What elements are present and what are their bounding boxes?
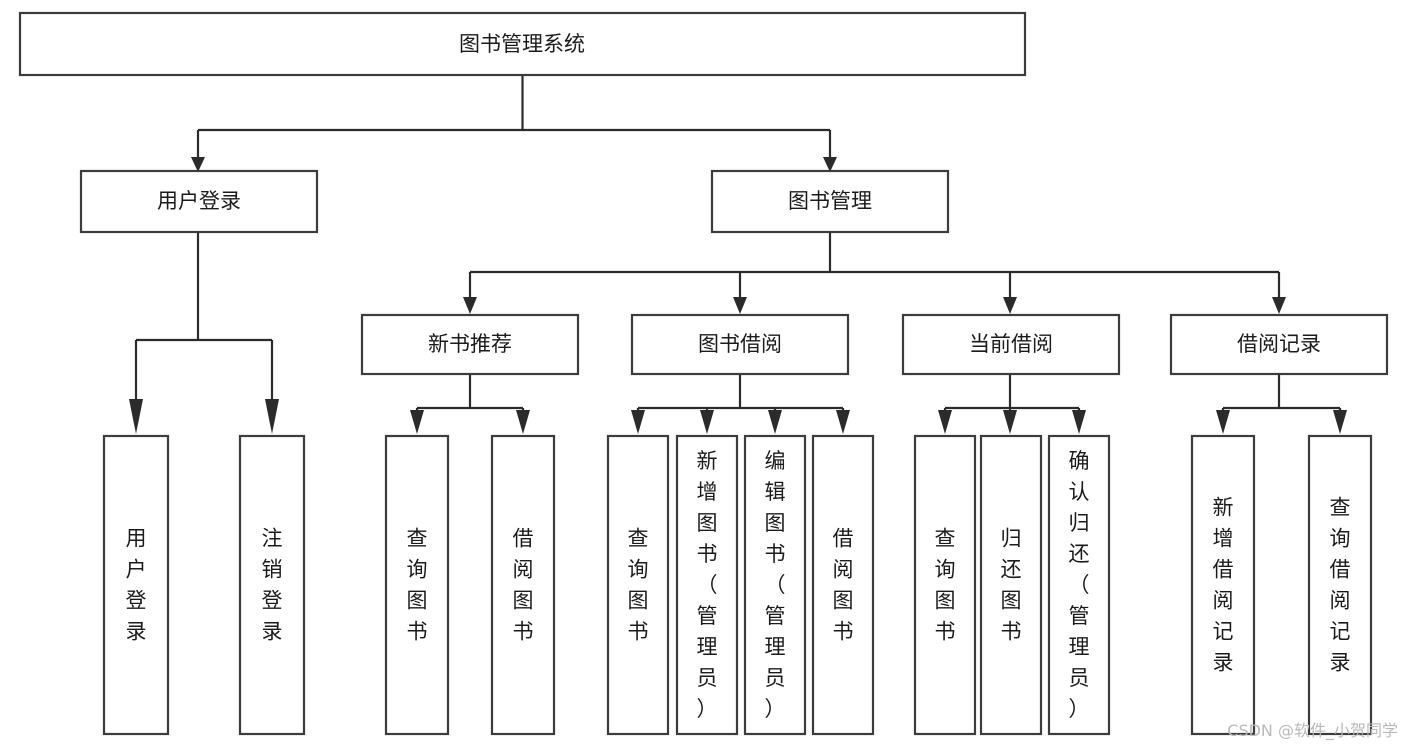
leaf-query-record[interactable]: 查询借阅记录	[1307, 434, 1373, 736]
leaf-add-book[interactable]: 新增图书（管理员）	[675, 434, 739, 736]
leaf-return-book[interactable]: 归还图书	[979, 434, 1043, 736]
leaf-borrow-book-1-label: 借阅图书	[513, 527, 534, 644]
node-book-manage-box[interactable]	[710, 169, 950, 234]
leaf-confirm-return-box[interactable]	[1047, 434, 1111, 736]
node-root-box[interactable]	[18, 11, 1027, 77]
leaf-borrow-book-2[interactable]: 借阅图书	[811, 434, 875, 736]
arrow-bm-to-new-book-rec	[463, 297, 477, 314]
arrow-user-login-leaf-2	[265, 399, 279, 434]
node-root[interactable]: 图书管理系统	[18, 11, 1027, 77]
arrow-br-leaf-2	[1333, 410, 1347, 434]
leaf-user-logout-label: 注销登录	[262, 527, 283, 644]
leaf-query-book-3[interactable]: 查询图书	[913, 434, 977, 736]
connector-layer	[129, 75, 1347, 434]
node-user-login[interactable]: 用户登录	[79, 169, 319, 234]
leaf-edit-book-box[interactable]	[743, 434, 807, 736]
leaf-query-book-1[interactable]: 查询图书	[384, 434, 450, 736]
leaf-query-book-3-label: 查询图书	[935, 527, 956, 644]
leaf-user-login-box[interactable]	[102, 434, 170, 736]
leaf-query-record-box[interactable]	[1307, 434, 1373, 736]
leaf-borrow-book-1-box[interactable]	[490, 434, 556, 736]
leaf-user-logout-box[interactable]	[238, 434, 306, 736]
leaf-query-book-2-label: 查询图书	[628, 527, 649, 644]
node-root-label: 图书管理系统	[459, 32, 585, 56]
node-new-book-rec-label: 新书推荐	[428, 332, 512, 356]
node-user-login-box[interactable]	[79, 169, 319, 234]
leaf-edit-book[interactable]: 编辑图书（管理员）	[743, 434, 807, 736]
arrow-nbr-leaf-1	[410, 410, 424, 434]
leaf-return-book-box[interactable]	[979, 434, 1043, 736]
leaf-borrow-book-2-box[interactable]	[811, 434, 875, 736]
arrow-bm-to-borrow-record	[1272, 297, 1286, 314]
leaf-add-book-box[interactable]	[675, 434, 739, 736]
leaf-query-book-2-box[interactable]	[606, 434, 670, 736]
watermark-label: CSDN @软件_小贺同学	[1227, 721, 1398, 741]
node-borrow-record-label: 借阅记录	[1237, 332, 1321, 356]
node-current-borrow-label: 当前借阅	[969, 332, 1053, 356]
arrow-bb-leaf-2	[700, 410, 714, 434]
leaf-query-book-1-box[interactable]	[384, 434, 450, 736]
arrow-root-to-user-login	[191, 157, 205, 172]
arrow-root-to-book-manage	[823, 157, 837, 172]
leaf-add-record-box[interactable]	[1190, 434, 1256, 736]
node-borrow-record-box[interactable]	[1169, 313, 1389, 376]
node-book-borrow[interactable]: 图书借阅	[630, 313, 850, 376]
leaf-query-book-3-box[interactable]	[913, 434, 977, 736]
arrow-bb-leaf-4	[836, 410, 850, 434]
node-book-manage-label: 图书管理	[788, 189, 872, 213]
arrow-bb-leaf-1	[631, 410, 645, 434]
leaf-user-login-label: 用户登录	[126, 527, 147, 644]
leaf-query-record-label: 查询借阅记录	[1330, 496, 1351, 675]
node-new-book-rec[interactable]: 新书推荐	[360, 313, 580, 376]
arrow-user-login-leaf-1	[129, 399, 143, 434]
arrow-bm-to-current-borrow	[1003, 297, 1017, 314]
node-book-manage[interactable]: 图书管理	[710, 169, 950, 234]
node-book-borrow-label: 图书借阅	[698, 332, 782, 356]
leaf-query-book-1-label: 查询图书	[407, 527, 428, 644]
node-user-login-label: 用户登录	[157, 189, 241, 213]
leaf-return-book-label: 归还图书	[1001, 527, 1022, 644]
leaf-add-record-label: 新增借阅记录	[1213, 496, 1234, 675]
node-current-borrow[interactable]: 当前借阅	[901, 313, 1121, 376]
node-borrow-record[interactable]: 借阅记录	[1169, 313, 1389, 376]
arrow-cb-leaf-2	[1003, 410, 1017, 434]
leaf-user-login[interactable]: 用户登录	[102, 434, 170, 736]
node-current-borrow-box[interactable]	[901, 313, 1121, 376]
leaf-borrow-book-1[interactable]: 借阅图书	[490, 434, 556, 736]
node-new-book-rec-box[interactable]	[360, 313, 580, 376]
leaf-user-logout[interactable]: 注销登录	[238, 434, 306, 736]
leaf-edit-book-label: 编辑图书（管理员）	[765, 449, 786, 721]
arrow-nbr-leaf-2	[516, 410, 530, 434]
leaf-add-record[interactable]: 新增借阅记录	[1190, 434, 1256, 736]
leaf-query-book-2[interactable]: 查询图书	[606, 434, 670, 736]
node-book-borrow-box[interactable]	[630, 313, 850, 376]
arrow-bb-leaf-3	[768, 410, 782, 434]
leaf-borrow-book-2-label: 借阅图书	[833, 527, 854, 644]
arrow-br-leaf-1	[1216, 410, 1230, 434]
leaf-confirm-return[interactable]: 确认归还（管理员）	[1047, 434, 1111, 736]
leaf-add-book-label: 新增图书（管理员）	[697, 449, 718, 721]
leaf-confirm-return-label: 确认归还（管理员）	[1069, 449, 1090, 721]
arrow-cb-leaf-3	[1072, 410, 1086, 434]
arrow-bm-to-book-borrow	[733, 297, 747, 314]
arrow-cb-leaf-1	[938, 410, 952, 434]
